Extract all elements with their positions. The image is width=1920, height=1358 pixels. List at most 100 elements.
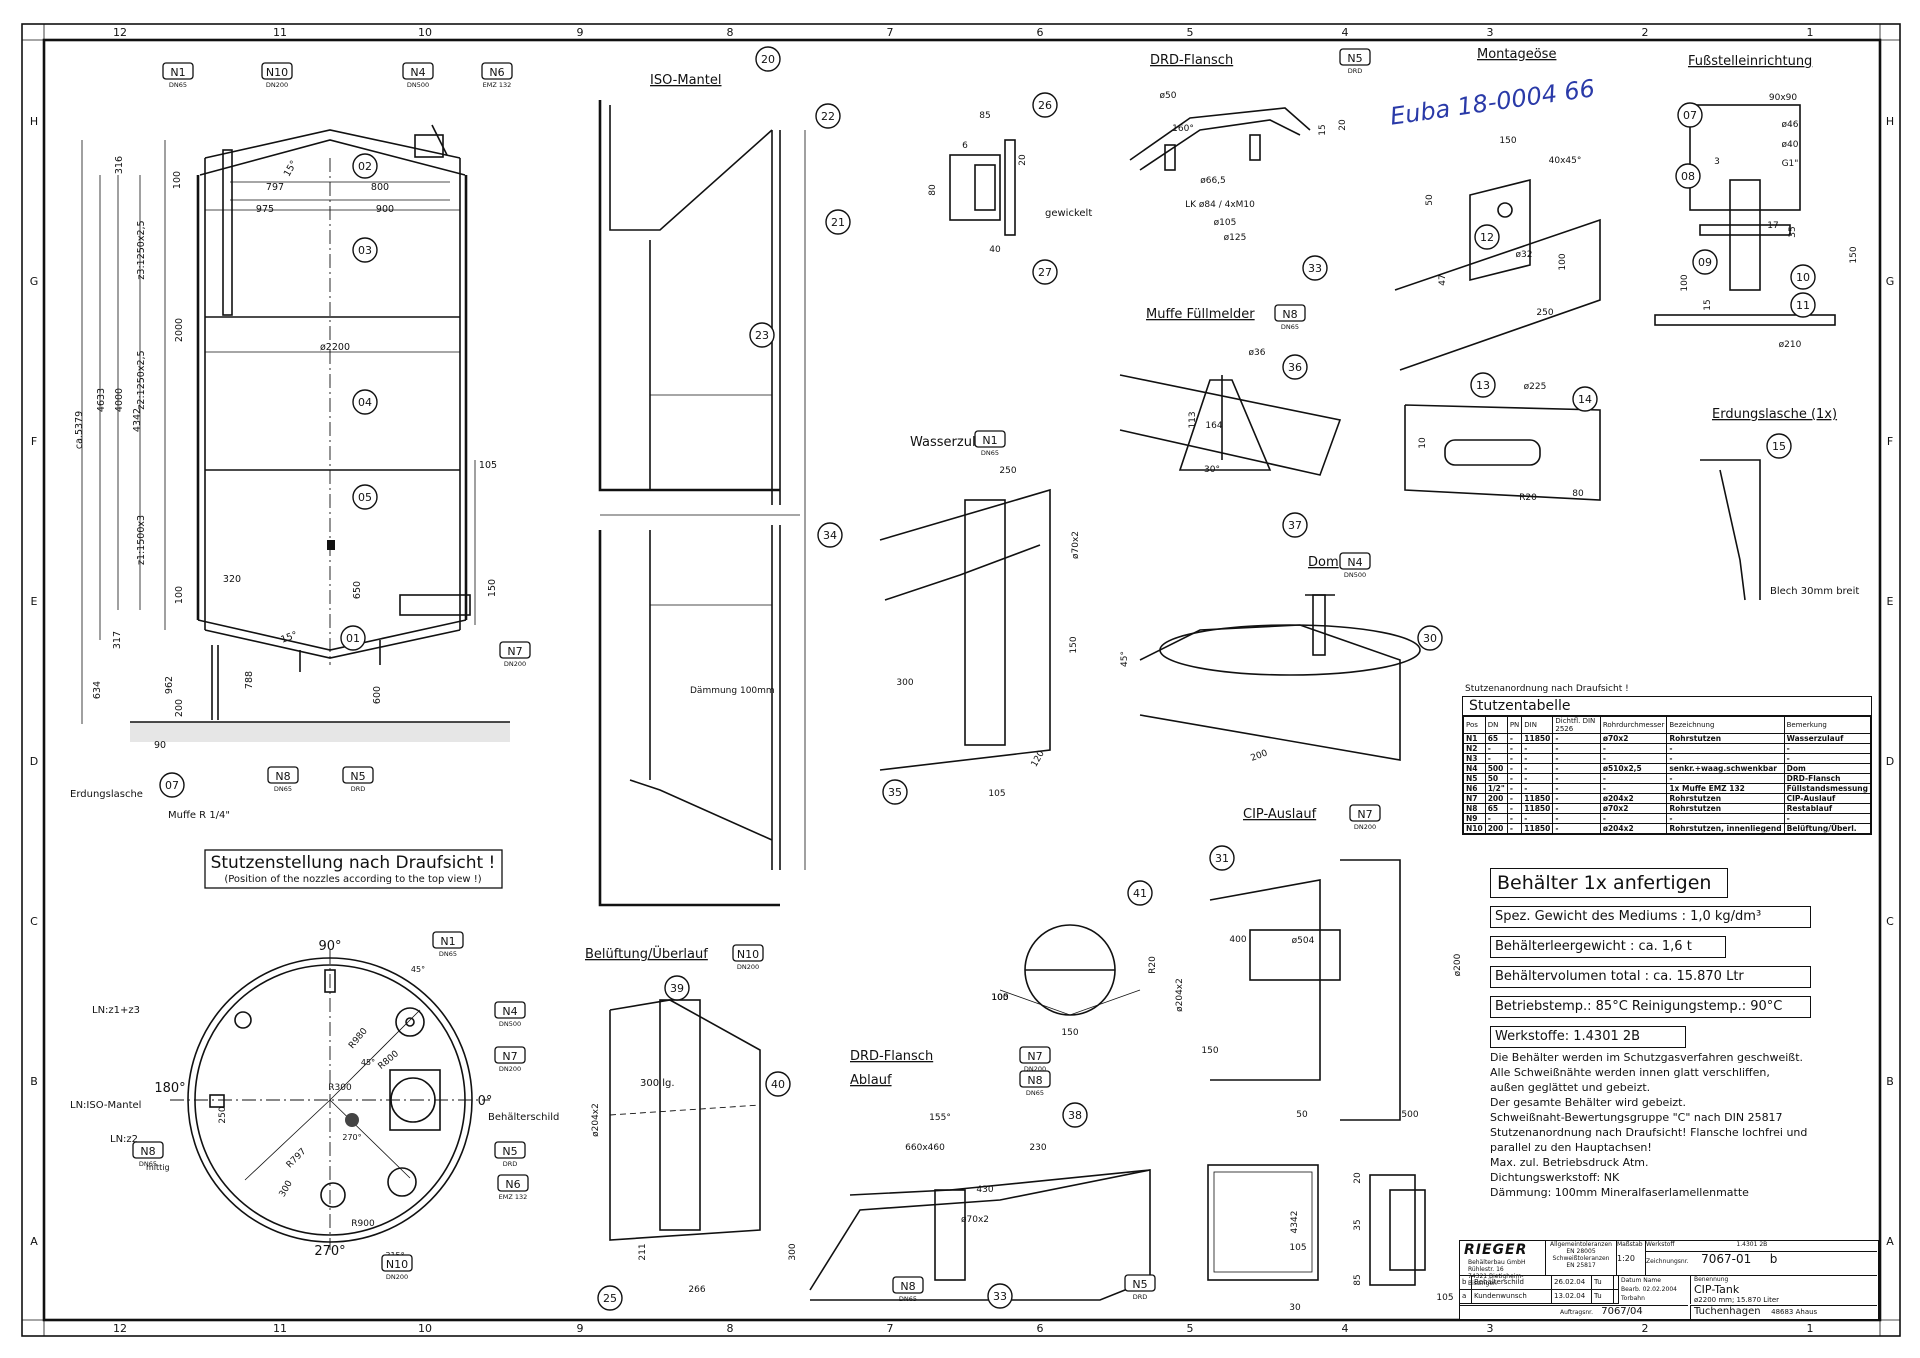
bearb-name: Torbahn: [1621, 1295, 1645, 1302]
nozzle-table-header-cell: Pos: [1463, 716, 1486, 734]
detail-dimension-value: 47: [1438, 274, 1448, 285]
part-balloon: 09: [1692, 249, 1718, 275]
grid-row-label-right: D: [1886, 755, 1894, 768]
grid-col-label-top: 7: [887, 26, 894, 39]
part-balloon: 14: [1572, 386, 1598, 412]
part-number: 37: [1288, 519, 1302, 532]
nozzle-table-cell: N10: [1463, 823, 1486, 834]
nozzle-tag-frame: [892, 1276, 924, 1294]
part-balloon: 40: [765, 1071, 791, 1097]
part-balloon: 22: [815, 103, 841, 129]
nozzle-table-cell: 200: [1484, 793, 1508, 804]
dimension-value: z3:1250x2,5: [136, 220, 147, 279]
nozzle-table-row: N2-------: [1463, 743, 1872, 754]
part-balloon-circle: [1209, 845, 1235, 871]
detail-dimension-value: 30°: [1204, 465, 1220, 475]
grid-col-label-bottom: 3: [1487, 1322, 1494, 1335]
nozzle-tag-label: N4: [410, 66, 425, 79]
montageoese-title: Montageöse: [1477, 47, 1556, 62]
spec-note-line: Dichtungswerkstoff: NK: [1490, 1171, 1620, 1184]
nozzle-table-cell: -: [1783, 813, 1872, 824]
part-balloon-circle: [749, 322, 775, 348]
nozzle-table-cell: -: [1599, 773, 1668, 784]
nozzle-tag-label: N4: [1347, 556, 1362, 569]
nozzle-tag-sub: DN65: [1026, 1089, 1044, 1097]
nozzle-table-cell: 65: [1484, 733, 1508, 744]
nozzle-tag-frame: [1019, 1070, 1051, 1088]
ln-iso-label: LN:ISO-Mantel: [70, 1100, 141, 1111]
nozzle-table-cell: -: [1521, 783, 1554, 794]
part-balloon: 27: [1032, 259, 1058, 285]
nozzle-tag-sub: DN500: [1344, 571, 1366, 579]
spec-volumen: Behältervolumen total : ca. 15.870 Ltr: [1490, 966, 1811, 988]
part-balloon: 33: [1302, 255, 1328, 281]
fussstelle-title: Fußstelleinrichtung: [1688, 54, 1812, 69]
grid-col-label-top: 5: [1187, 26, 1194, 39]
top-view-radius: R980: [347, 1026, 370, 1051]
tol-value: EN 28005: [1566, 1248, 1596, 1255]
detail-dimension-value: ø225: [1524, 382, 1547, 392]
detail-dimension-value: ø210: [1779, 340, 1802, 350]
nozzle-table-header-cell: Bemerkung: [1783, 716, 1872, 734]
detail-dimension-value: 105: [988, 789, 1005, 799]
dimension-value: 900: [376, 204, 394, 215]
nozzle-table-cell: -: [1552, 783, 1601, 794]
nozzle-table-cell: 500: [1484, 763, 1508, 774]
detail-dimension-value: 30: [1289, 1303, 1301, 1313]
detail-dimension-value: LK ø84 / 4xM10: [1185, 200, 1255, 210]
nozzle-table-cell: -: [1666, 753, 1785, 764]
nozzle-table-cell: -: [1552, 763, 1601, 774]
material-label: Werkstoff: [1646, 1241, 1675, 1248]
ln-z1z3-label: LN:z1+z3: [92, 1005, 140, 1016]
tol-label: Allgemeintoleranzen: [1550, 1241, 1612, 1248]
nozzle-table-cell: -: [1506, 733, 1523, 744]
nozzle-table-cell: 1/2": [1484, 783, 1508, 794]
part-number: 30: [1423, 632, 1437, 645]
part-number: 26: [1038, 99, 1052, 112]
dimension-value: 4342: [132, 408, 143, 432]
material-value: 1.4301 2B: [1736, 1241, 1768, 1248]
drawing-name-sub: ø2200 mm; 15.870 Liter: [1694, 1296, 1780, 1304]
part-balloon-circle: [882, 779, 908, 805]
top-view-radius: 300: [278, 1179, 295, 1199]
nozzle-table-cell: -: [1552, 813, 1601, 824]
detail-dimension-value: ø46: [1782, 120, 1799, 130]
name-col-label: Name: [1643, 1277, 1661, 1284]
nozzle-tag-frame: [974, 430, 1006, 448]
nozzle-tag-frame: [1274, 304, 1306, 322]
nozzle-table-cell: N5: [1463, 773, 1486, 784]
nozzle-table-cell: ø510x2,5: [1599, 763, 1668, 774]
detail-belueftung: [609, 999, 761, 1241]
part-balloon: 13: [1470, 372, 1496, 398]
company-logo: RIEGER Behälterbau GmbH Rühlestr. 16 743…: [1460, 1241, 1546, 1287]
nozzle-tag-sub: DN65: [439, 950, 457, 958]
grid-col-label-top: 12: [113, 26, 127, 39]
drawing-no-cell: Zeichnungsnr. 7067-01 b: [1646, 1252, 1877, 1276]
spec-note-line: Stutzenanordnung nach Draufsicht! Flansc…: [1490, 1126, 1808, 1139]
nozzle-tag-frame: [494, 1001, 526, 1019]
nozzle-tag-label: N8: [275, 770, 290, 783]
nozzle-tag-label: N7: [507, 645, 522, 658]
part-balloon: 26: [1032, 92, 1058, 118]
part-number: 40: [771, 1078, 785, 1091]
detail-rohr-lasche: [1404, 404, 1601, 501]
nozzle-table-row: N3-------: [1463, 753, 1872, 764]
nozzle-tag-sub: DN200: [499, 1065, 521, 1073]
part-balloon-circle: [1790, 292, 1816, 318]
detail-dimension-value: 164: [1205, 421, 1222, 431]
grid-row-label-right: A: [1886, 1235, 1894, 1248]
drd-flansch2-title: DRD-Flansch: [850, 1049, 933, 1064]
dimension-value: ø2200: [320, 342, 350, 353]
nozzle-tag-sub: DRD: [1133, 1293, 1148, 1301]
grid-row-label-left: C: [30, 915, 38, 928]
part-balloon-circle: [1302, 255, 1328, 281]
